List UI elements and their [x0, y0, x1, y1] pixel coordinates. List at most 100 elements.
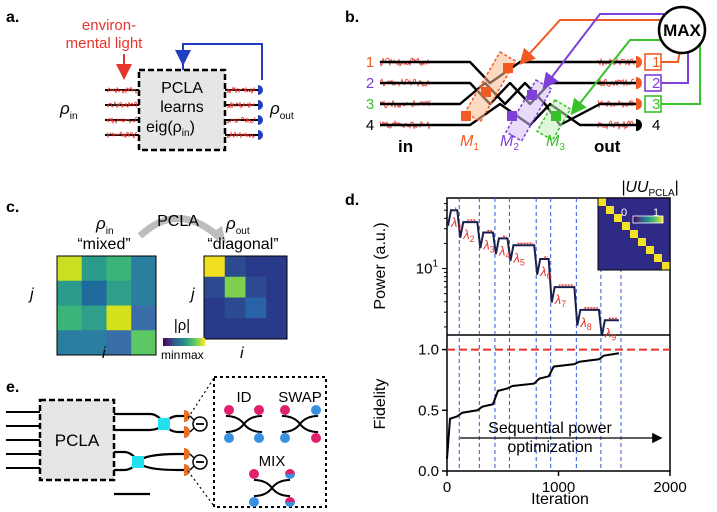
waveguide-b-2 — [380, 81, 636, 106]
x-tick-label-2: 2000 — [653, 479, 686, 496]
inset-cell-0-8 — [662, 198, 671, 207]
pcla-label-a: PCLA — [161, 80, 203, 97]
detector-a-3 — [258, 115, 263, 125]
inset-cell-5-7 — [654, 238, 663, 247]
inset-cb-min: 0 — [621, 207, 627, 219]
eigen-label-6-main: λ — [539, 264, 546, 279]
inset-cell-0-7 — [654, 198, 663, 207]
mzi-label-3-sub: 3 — [559, 142, 565, 153]
matrix-border — [203, 255, 288, 340]
matrix-cell-0-1 — [81, 256, 107, 282]
power-steps — [447, 209, 619, 337]
detector-e-2 — [184, 426, 190, 438]
inset-cell-6-3 — [622, 246, 631, 255]
matrix-cell-0-0 — [204, 256, 226, 278]
panel-c: c. PCLA ρin ρout “mixed” “diagonal” j i … — [6, 199, 288, 362]
max-label: MAX — [663, 21, 701, 40]
basis-dot-4 — [254, 433, 264, 443]
in-label: in — [398, 137, 413, 156]
process-arc — [137, 215, 223, 241]
matrix-cell-1-0 — [204, 276, 226, 298]
power-tick-label-exp: 1 — [432, 259, 438, 270]
input-noise-a-4 — [106, 131, 138, 139]
matrix-cell-2-3 — [131, 305, 157, 331]
detector-a-2 — [258, 100, 263, 110]
inset-cell-7-5 — [638, 254, 647, 263]
matrix-cell-0-2 — [245, 256, 267, 278]
matrix-cell-2-0 — [204, 297, 226, 319]
colorbar-max: max — [181, 348, 204, 362]
matrix-cell-0-0 — [57, 256, 83, 282]
zoom-lines — [187, 377, 215, 507]
eigen-label-2-sub: 2 — [470, 234, 475, 244]
inset-cell-1-2 — [614, 206, 623, 215]
matrix-cell-3-2 — [106, 330, 132, 356]
axis-j-diag: j — [189, 286, 195, 303]
inset-cell-1-4 — [630, 206, 639, 215]
out-label: out — [594, 137, 621, 156]
diagonal-density-matrix — [203, 255, 288, 340]
matrix-border — [56, 255, 157, 356]
eigen-label-2: λ2 — [462, 227, 474, 244]
inset-cell-7-0 — [598, 254, 607, 263]
inset-cell-8-4 — [630, 262, 639, 271]
eigen-label-8-sub: 8 — [587, 322, 592, 332]
panel-d-letter: d. — [345, 192, 359, 209]
inset-cell-5-8 — [662, 238, 671, 247]
phase-shifter-6 — [551, 111, 561, 121]
inset-cell-4-6 — [646, 230, 655, 239]
eigen-label-5-main: λ — [512, 250, 519, 265]
mzi-label-2: M2 — [500, 133, 519, 153]
learns-label: learns — [160, 99, 204, 116]
matrix-cell-3-3 — [131, 330, 157, 356]
eigen-label-9-sub: 9 — [611, 332, 616, 342]
process-arrowhead — [213, 226, 226, 244]
sequential-label-line2: optimization — [507, 439, 592, 456]
colorbar — [163, 338, 205, 346]
eigen-label-4-sub: 4 — [505, 250, 510, 260]
mixed-dot-top-2 — [285, 497, 295, 502]
output-port-2: 2 — [652, 75, 660, 92]
mzi-highlight-1 — [463, 50, 517, 123]
id-gate-bottom — [225, 422, 263, 433]
input-port-1: 1 — [366, 54, 374, 71]
phase-shifter-1 — [503, 63, 513, 73]
inset-cell-6-0 — [598, 246, 607, 255]
rho-in-label-a: ρin — [59, 99, 78, 122]
mzi-label-1-main: M — [460, 133, 474, 150]
inset-cb-max: 1 — [653, 207, 659, 219]
inset-cell-1-0 — [598, 206, 607, 215]
matrix-cell-1-0 — [57, 280, 83, 306]
inset-cell-0-3 — [622, 198, 631, 207]
inset-cell-4-8 — [662, 230, 671, 239]
matrix-cell-2-1 — [224, 297, 246, 319]
axis-j-mixed: j — [28, 286, 34, 303]
pcla-label-e: PCLA — [55, 431, 100, 450]
inset-cell-7-4 — [630, 254, 639, 263]
input-port-3: 3 — [366, 96, 374, 113]
inset-colorbar — [632, 215, 664, 224]
phase-shifter-2 — [481, 87, 491, 97]
basis-dot-2 — [254, 405, 264, 415]
eigen-label-8: λ8 — [579, 315, 591, 332]
colorbar-min: min — [161, 348, 180, 362]
env-light-label-line2: mental light — [66, 35, 144, 52]
pcla-output-waveguides — [6, 410, 208, 496]
detector-b-2 — [636, 77, 642, 89]
diagonal-label: “diagonal” — [207, 236, 278, 253]
coupler-2 — [132, 456, 144, 468]
eigen-label-8-main: λ — [579, 315, 586, 330]
inset-cell-5-4 — [630, 238, 639, 247]
inset-cell-1-6 — [646, 206, 655, 215]
output-noise-a-4 — [226, 130, 256, 139]
eigen-label-5: λ5 — [512, 250, 524, 267]
input-noise-a-3 — [106, 116, 138, 125]
panel-a-letter: a. — [6, 9, 19, 26]
env-light-label-line1: environ- — [82, 17, 136, 34]
detector-b-4 — [636, 119, 642, 131]
swap-gate-bottom — [281, 422, 319, 433]
inset-cell-3-2 — [614, 222, 623, 231]
matrix-cell-2-2 — [245, 297, 267, 319]
output-port-1: 1 — [652, 54, 660, 71]
